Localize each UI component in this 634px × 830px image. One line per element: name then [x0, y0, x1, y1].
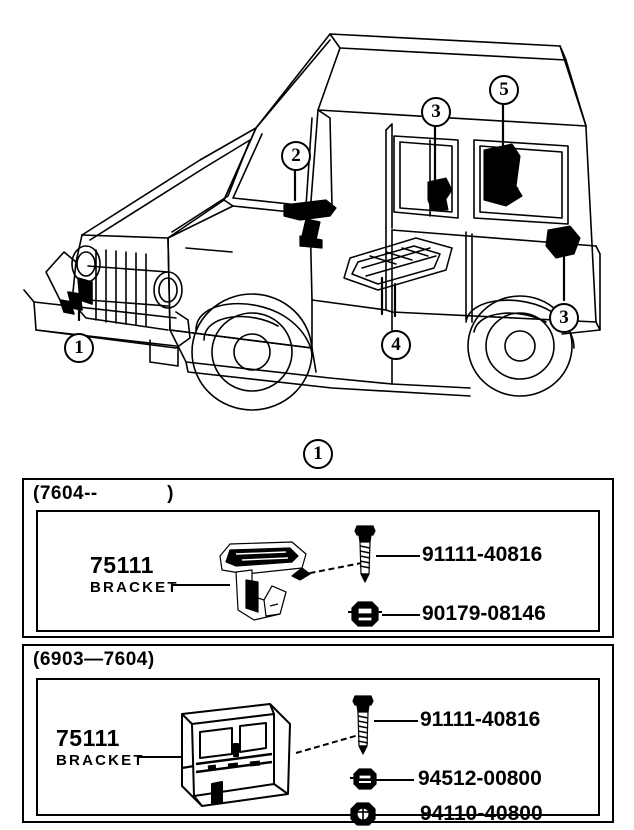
panel-7604-part-leader	[172, 584, 230, 586]
panel-6903-7604-inner-box: 75111 BRACKET	[36, 678, 600, 826]
callout-1-vehicle[interactable]: 1	[64, 333, 94, 363]
callout-4-vehicle[interactable]: 4	[381, 330, 411, 360]
hw-bolt-top-code: 91111-40816	[422, 543, 543, 566]
hw-washer-bottom	[348, 766, 380, 794]
callout-3-door[interactable]: 3	[421, 97, 451, 127]
callout-5-vehicle[interactable]: 5	[489, 75, 519, 105]
hw-nut-bottom-code: 94110-40800	[420, 802, 543, 825]
panel-6903-7604: (6903—7604) 75111 BRACKET	[22, 644, 614, 826]
panel-7604: (7604-- ) 75111 BRACKET	[22, 478, 614, 638]
hw-nut-bottom	[346, 800, 378, 830]
callout-3-rear[interactable]: 3	[549, 303, 579, 333]
hw-bolt-bottom-code: 91111-40816	[420, 708, 541, 731]
vehicle-illustration	[23, 33, 601, 411]
section-callout-1[interactable]: 1	[303, 439, 333, 469]
hw-nut-bottom-leader	[374, 814, 418, 816]
hw-bolt-bottom-leader	[374, 720, 418, 722]
panel-6903-7604-range-label: (6903—7604)	[33, 649, 155, 670]
hw-nut-top-leader	[382, 614, 420, 616]
panel-6903-7604-part-number: 75111	[56, 725, 120, 751]
panel-6903-7604-part-description: BRACKET	[56, 752, 145, 769]
panel-6903-7604-bracket-figure	[168, 698, 328, 814]
panel-7604-inner-box: 75111 BRACKET	[36, 510, 600, 632]
panel-7604-range-label: (7604-- )	[33, 483, 174, 504]
panel-6903-7604-part-leader	[138, 756, 190, 758]
panel-7604-bracket-figure	[206, 530, 346, 640]
panel-7604-part-description: BRACKET	[90, 579, 179, 596]
hw-washer-bottom-code: 94512-00800	[418, 767, 542, 790]
callout-2-vehicle[interactable]: 2	[281, 141, 311, 171]
hw-bolt-top	[348, 524, 382, 588]
hw-nut-top	[346, 598, 384, 632]
hw-nut-top-code: 90179-08146	[422, 602, 546, 625]
hw-washer-bottom-leader	[376, 779, 414, 781]
hw-bolt-top-leader	[376, 555, 420, 557]
panel-7604-part-number: 75111	[90, 552, 154, 578]
part-detail-panels: (7604-- ) 75111 BRACKET	[22, 478, 614, 826]
hw-bolt-bottom	[346, 694, 380, 760]
